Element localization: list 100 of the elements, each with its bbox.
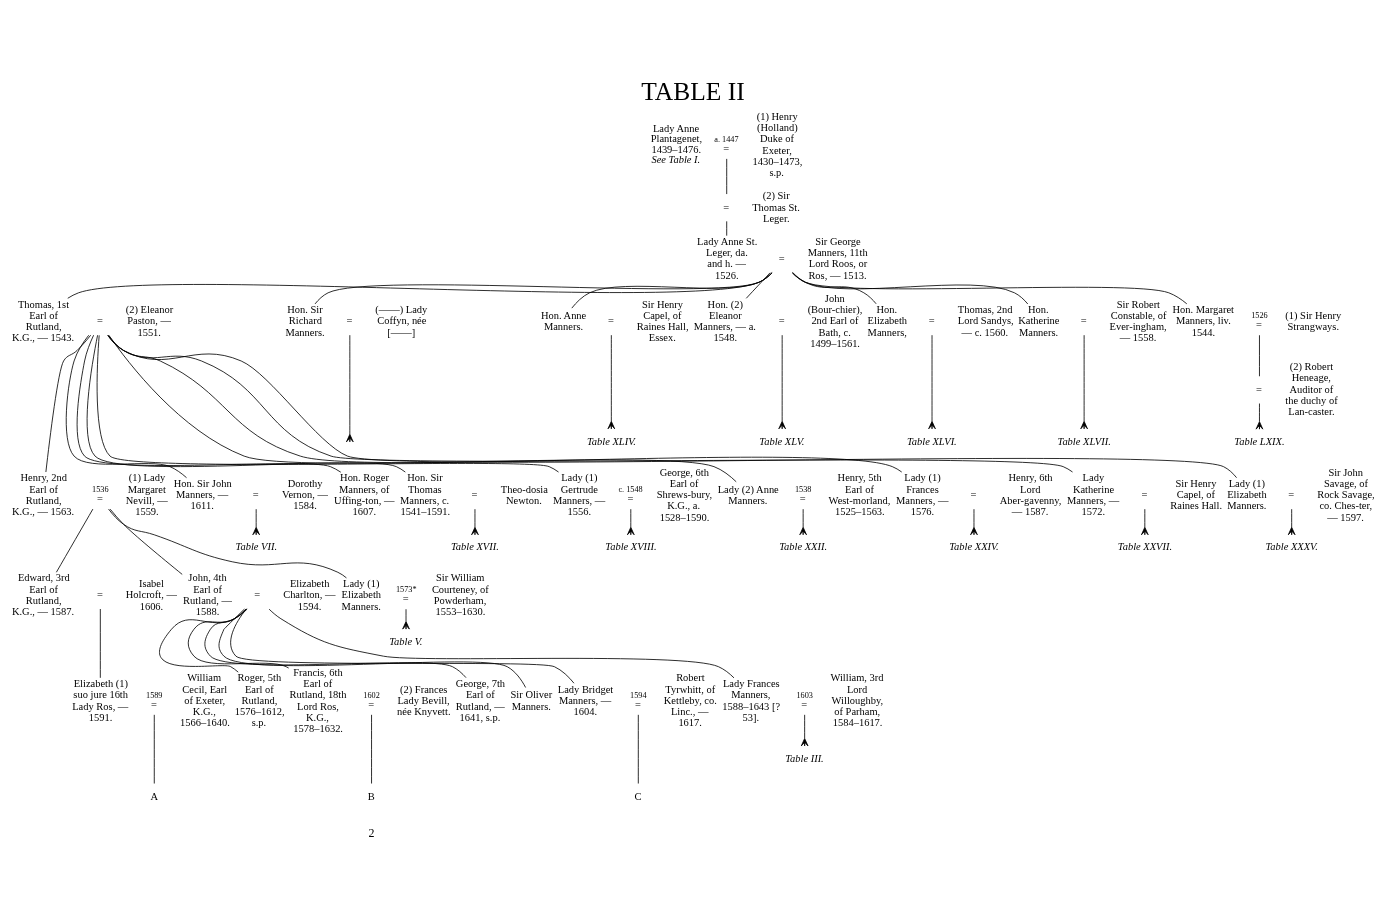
node-text: George, 6th Earl of Shrews-bury, K.G., a. 1528–1590. xyxy=(656,466,713,523)
node-text: Hon. Katherine Manners. xyxy=(1018,303,1060,338)
label: 2 xyxy=(368,825,375,840)
node-text: = xyxy=(254,588,261,600)
node-text: Robert Tyrwhitt, of Kettleby, co. Linc., — 1617. xyxy=(663,671,717,728)
node-label: 1538 xyxy=(794,484,812,494)
node-text: = xyxy=(627,492,634,504)
node-text: Francis, 6th Earl of Rutland, 18th Lord Ros, K.G., 1578–1632. xyxy=(289,666,347,734)
node-text: = xyxy=(150,698,157,710)
node-text: John, 4th Earl of Rutland, — 1588. xyxy=(183,571,232,617)
diagram-title: TABLE II xyxy=(641,76,745,106)
node-text: John (Bour-chier), 2nd Earl of Bath, c. 1499–1561. xyxy=(807,292,863,349)
node-text: = xyxy=(1256,383,1262,395)
node-text: (2) Eleanor Paston, — 1551. xyxy=(125,303,174,338)
node-text: Table XLIV. xyxy=(586,435,636,447)
node-text: Lady Anne St. Leger, da. and h. — 1526. xyxy=(697,235,758,281)
node-text: Theo-dosia Newton. xyxy=(500,483,548,506)
node-text: Henry, 5th Earl of West-morland, 1525–1563. xyxy=(828,471,891,517)
node-label: 1602 xyxy=(363,690,380,700)
node-text: = xyxy=(970,488,977,500)
node-text: Table VII. xyxy=(235,540,278,552)
node-text: Lady (2) Anne Manners. xyxy=(717,483,779,506)
node-text: Sir Henry Capel, of Raines Hall. xyxy=(1170,477,1223,511)
node-text: = xyxy=(402,592,409,604)
node-text: Hon. Sir Thomas Manners, c. 1541–1591. xyxy=(400,471,451,517)
node-label: 1573* xyxy=(395,584,417,594)
node-text: Henry, 6th Lord Aber-gavenny, — 1587. xyxy=(999,471,1062,517)
node-text: = xyxy=(471,488,478,500)
node-text: William, 3rd Lord Willoughby, of Parham, 1584–1617. xyxy=(830,671,884,728)
node-text: Table XXIV. xyxy=(949,540,999,552)
node-text: = xyxy=(607,314,614,326)
node-text: Lady (1) Elizabeth Manners. xyxy=(341,577,382,612)
node-text: Henry, 2nd Earl of Rutland, K.G., — 1563. xyxy=(11,471,75,517)
node-text: (2) Frances Lady Bevill, née Knyvett. xyxy=(397,683,451,717)
node-text: Lady Katherine Manners, — 1572. xyxy=(1066,471,1120,517)
node-text: = xyxy=(96,314,103,326)
node-text: (1) Lady Margaret Nevill, — 1559. xyxy=(125,471,168,517)
node-text: = xyxy=(1288,488,1295,500)
node-text: Lady (1) Gertrude Manners, — 1556. xyxy=(552,471,606,517)
node-text: (1) Henry (Holland) Duke of Exeter, 1430–1473, s.p. xyxy=(752,110,803,178)
node-label: a. 1447 xyxy=(714,134,739,144)
node-text: Elizabeth (1) suo jure 16th Lady Ros, — 1591. xyxy=(72,677,129,723)
node-text: Table XXII. xyxy=(779,540,828,552)
node-text: = xyxy=(96,588,103,600)
node-text: Hon. (2) Eleanor Manners, — a. 1548. xyxy=(693,298,756,343)
node-text: Hon. Sir John Manners, — 1611. xyxy=(173,477,232,511)
node-text: (2) Robert Heneage, Auditor of the duchy of Lan-caster. xyxy=(1285,360,1338,417)
node-label: c. 1548 xyxy=(618,484,643,494)
node-text: A xyxy=(150,790,159,802)
node-text: Table XXVII. xyxy=(1117,540,1173,552)
node-text: C xyxy=(634,790,642,802)
node-text: = xyxy=(634,698,641,710)
node-text: Edward, 3rd Earl of Rutland, K.G., — 1587. xyxy=(11,571,75,617)
node-text: George, 7th Earl of Rutland, — 1641, s.p. xyxy=(455,677,506,723)
node-label: 1526 xyxy=(1251,310,1268,320)
node-text: Sir John Savage, of Rock Savage, co. Ches-ter, — 1597. xyxy=(1317,466,1375,523)
node-text: Sir William Courteney, of Powderham, 1553–1630. xyxy=(431,571,489,617)
node-text: Table XVIII. xyxy=(605,540,657,552)
node-text: (1) Sir Henry Strangways. xyxy=(1285,309,1342,332)
node-text: Table V. xyxy=(389,635,423,647)
node-text: Table XVII. xyxy=(450,540,499,552)
node-label: 1603 xyxy=(796,690,813,700)
node-text: = xyxy=(252,488,259,500)
node-text: = xyxy=(778,252,785,264)
node-text: Hon. Roger Manners, of Uffing-ton, — 1607. xyxy=(334,471,395,517)
node-text: = xyxy=(96,492,103,504)
node-text: Dorothy Vernon, — 1584. xyxy=(282,477,328,511)
node-text: = xyxy=(1141,488,1148,500)
node-text: Lady (1) Elizabeth Manners. xyxy=(1227,477,1267,511)
node-text: = xyxy=(928,314,935,326)
node-text: Lady Bridget Manners, — 1604. xyxy=(557,683,614,717)
node-text: = xyxy=(368,698,375,710)
node-text: = xyxy=(723,142,730,154)
node-label: 1594 xyxy=(630,690,647,700)
node-text: Isabel Holcroft, — 1606. xyxy=(125,577,177,612)
node-text: (2) Sir Thomas St. Leger. xyxy=(752,189,800,224)
node-text: = xyxy=(799,492,806,504)
node-text: Sir Robert Constable, of Ever-ingham, — 1558. xyxy=(1109,298,1167,343)
node-text: Table XLVI. xyxy=(906,435,957,447)
node-text: = xyxy=(778,314,785,326)
node-text: Thomas, 2nd Lord Sandys, — c. 1560. xyxy=(957,303,1014,338)
node-text: Hon. Anne Manners. xyxy=(540,309,587,332)
node-text: Roger, 5th Earl of Rutland, 1576–1612, s.p. xyxy=(234,671,285,728)
node-text: Table III. xyxy=(785,752,824,764)
node-text: Hon. Margaret Manners, liv. 1544. xyxy=(1172,303,1234,338)
node-text: Table LXIX. xyxy=(1234,435,1285,447)
node-text: Table XLVII. xyxy=(1057,435,1111,447)
node-text: Thomas, 1st Earl of Rutland, K.G., — 1543. xyxy=(11,298,75,343)
node-text: Elizabeth Charlton, — 1594. xyxy=(283,577,336,612)
node-text: Lady Frances Manners, 1588–1643 [? 53]. xyxy=(722,677,781,723)
node-text: Hon. Sir Richard Manners. xyxy=(285,303,325,338)
node-text: Lady (1) Frances Manners, — 1576. xyxy=(896,471,949,517)
node-text: B xyxy=(367,790,375,802)
node-text: Sir Henry Capel, of Raines Hall, Essex. xyxy=(636,298,689,343)
node-text: = xyxy=(723,201,730,213)
node-text: (——) Lady Coffyn, née [——] xyxy=(375,303,428,338)
node-text: Sir Oliver Manners. xyxy=(510,688,553,712)
node-text: Lady Anne Plantagenet, 1439–1476. See Table I. xyxy=(650,122,703,165)
node-text: Table XXXV. xyxy=(1265,540,1318,552)
node-text: = xyxy=(1256,318,1262,330)
